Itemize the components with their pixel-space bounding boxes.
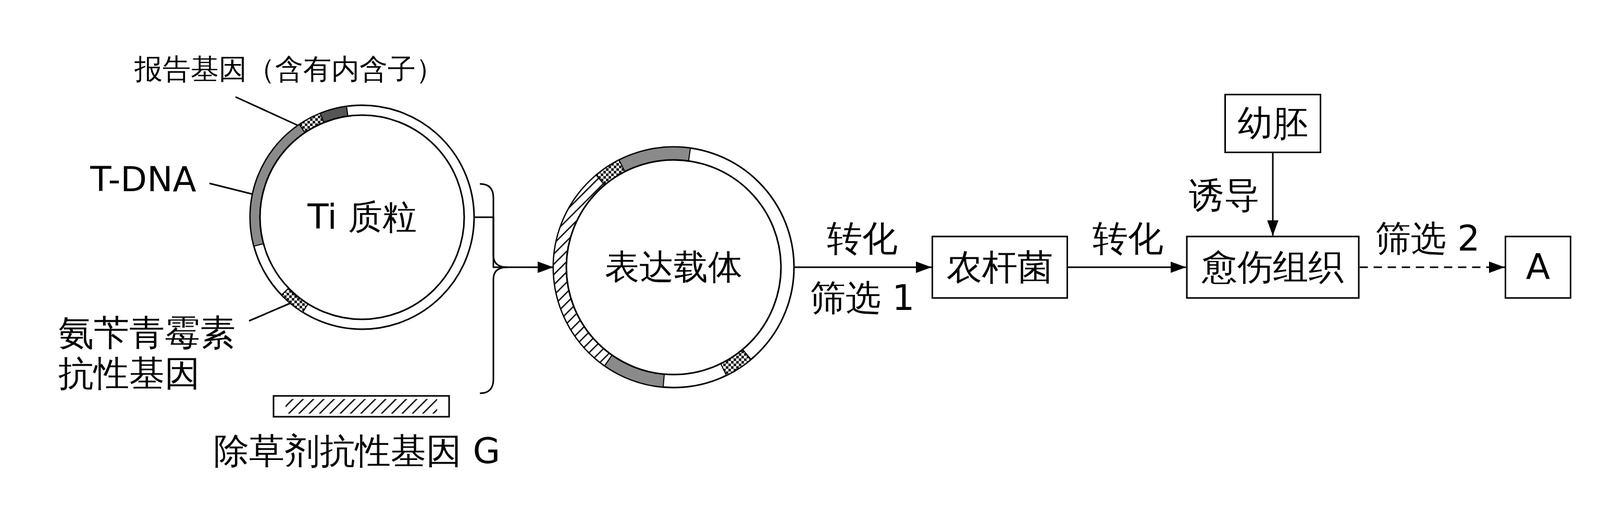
gene-segment xyxy=(319,106,348,123)
flow-arrow xyxy=(794,266,932,269)
node-text: 愈伤组织 xyxy=(1201,246,1344,288)
plasmid-ring xyxy=(250,105,475,330)
annotation-label: 筛选 1 xyxy=(808,277,917,319)
edge-label: 转化 xyxy=(824,218,900,259)
ring-inner xyxy=(259,115,465,320)
gene-segment xyxy=(250,124,305,247)
node-text: 幼胚 xyxy=(1237,103,1309,144)
flow-arrow xyxy=(1068,266,1187,269)
node-text: 表达载体 xyxy=(604,247,743,288)
ring-outer xyxy=(250,105,475,330)
flow-arrow xyxy=(1272,153,1274,237)
process-box: 愈伤组织 xyxy=(1186,236,1360,300)
vector-circle: 表达载体 xyxy=(553,146,795,388)
process-box: 幼胚 xyxy=(1224,93,1322,154)
node-text: A xyxy=(1526,246,1551,288)
gene-hatch xyxy=(285,399,438,414)
annotation-label: T-DNA xyxy=(88,159,198,200)
edge-label: 诱导 xyxy=(1186,175,1262,216)
gene-segment xyxy=(281,288,308,313)
annotation-label: 除草剂抗性基因 G xyxy=(211,430,503,472)
illustration xyxy=(209,96,795,417)
annotation-label: 氨苄青霉素 抗性基因 xyxy=(56,312,248,394)
flow-arrow xyxy=(1359,266,1506,269)
gene-segment xyxy=(596,146,691,185)
gene-segment xyxy=(720,349,751,376)
plasmid-circle: Ti 质粒 xyxy=(250,105,475,330)
gene-segment xyxy=(299,113,325,133)
bracket xyxy=(479,183,508,394)
leader-line xyxy=(209,183,256,195)
flow-arrow xyxy=(474,217,554,268)
leader-line xyxy=(249,302,293,321)
process-box: A xyxy=(1504,236,1572,300)
annotation-label: 报告基因（含有内含子） xyxy=(132,53,446,86)
node-text: 农杆菌 xyxy=(946,246,1053,288)
process-box: 农杆菌 xyxy=(931,236,1069,300)
gene-segment xyxy=(604,355,665,388)
plasmid-ring xyxy=(553,146,795,388)
gene-bar xyxy=(273,395,450,417)
edge-label: 转化 xyxy=(1090,218,1166,259)
ring-outer xyxy=(553,146,795,388)
gene-segment xyxy=(553,175,613,366)
ring-inner xyxy=(566,159,781,375)
edge-label: 筛选 2 xyxy=(1373,218,1483,259)
node-text: Ti 质粒 xyxy=(307,197,417,238)
